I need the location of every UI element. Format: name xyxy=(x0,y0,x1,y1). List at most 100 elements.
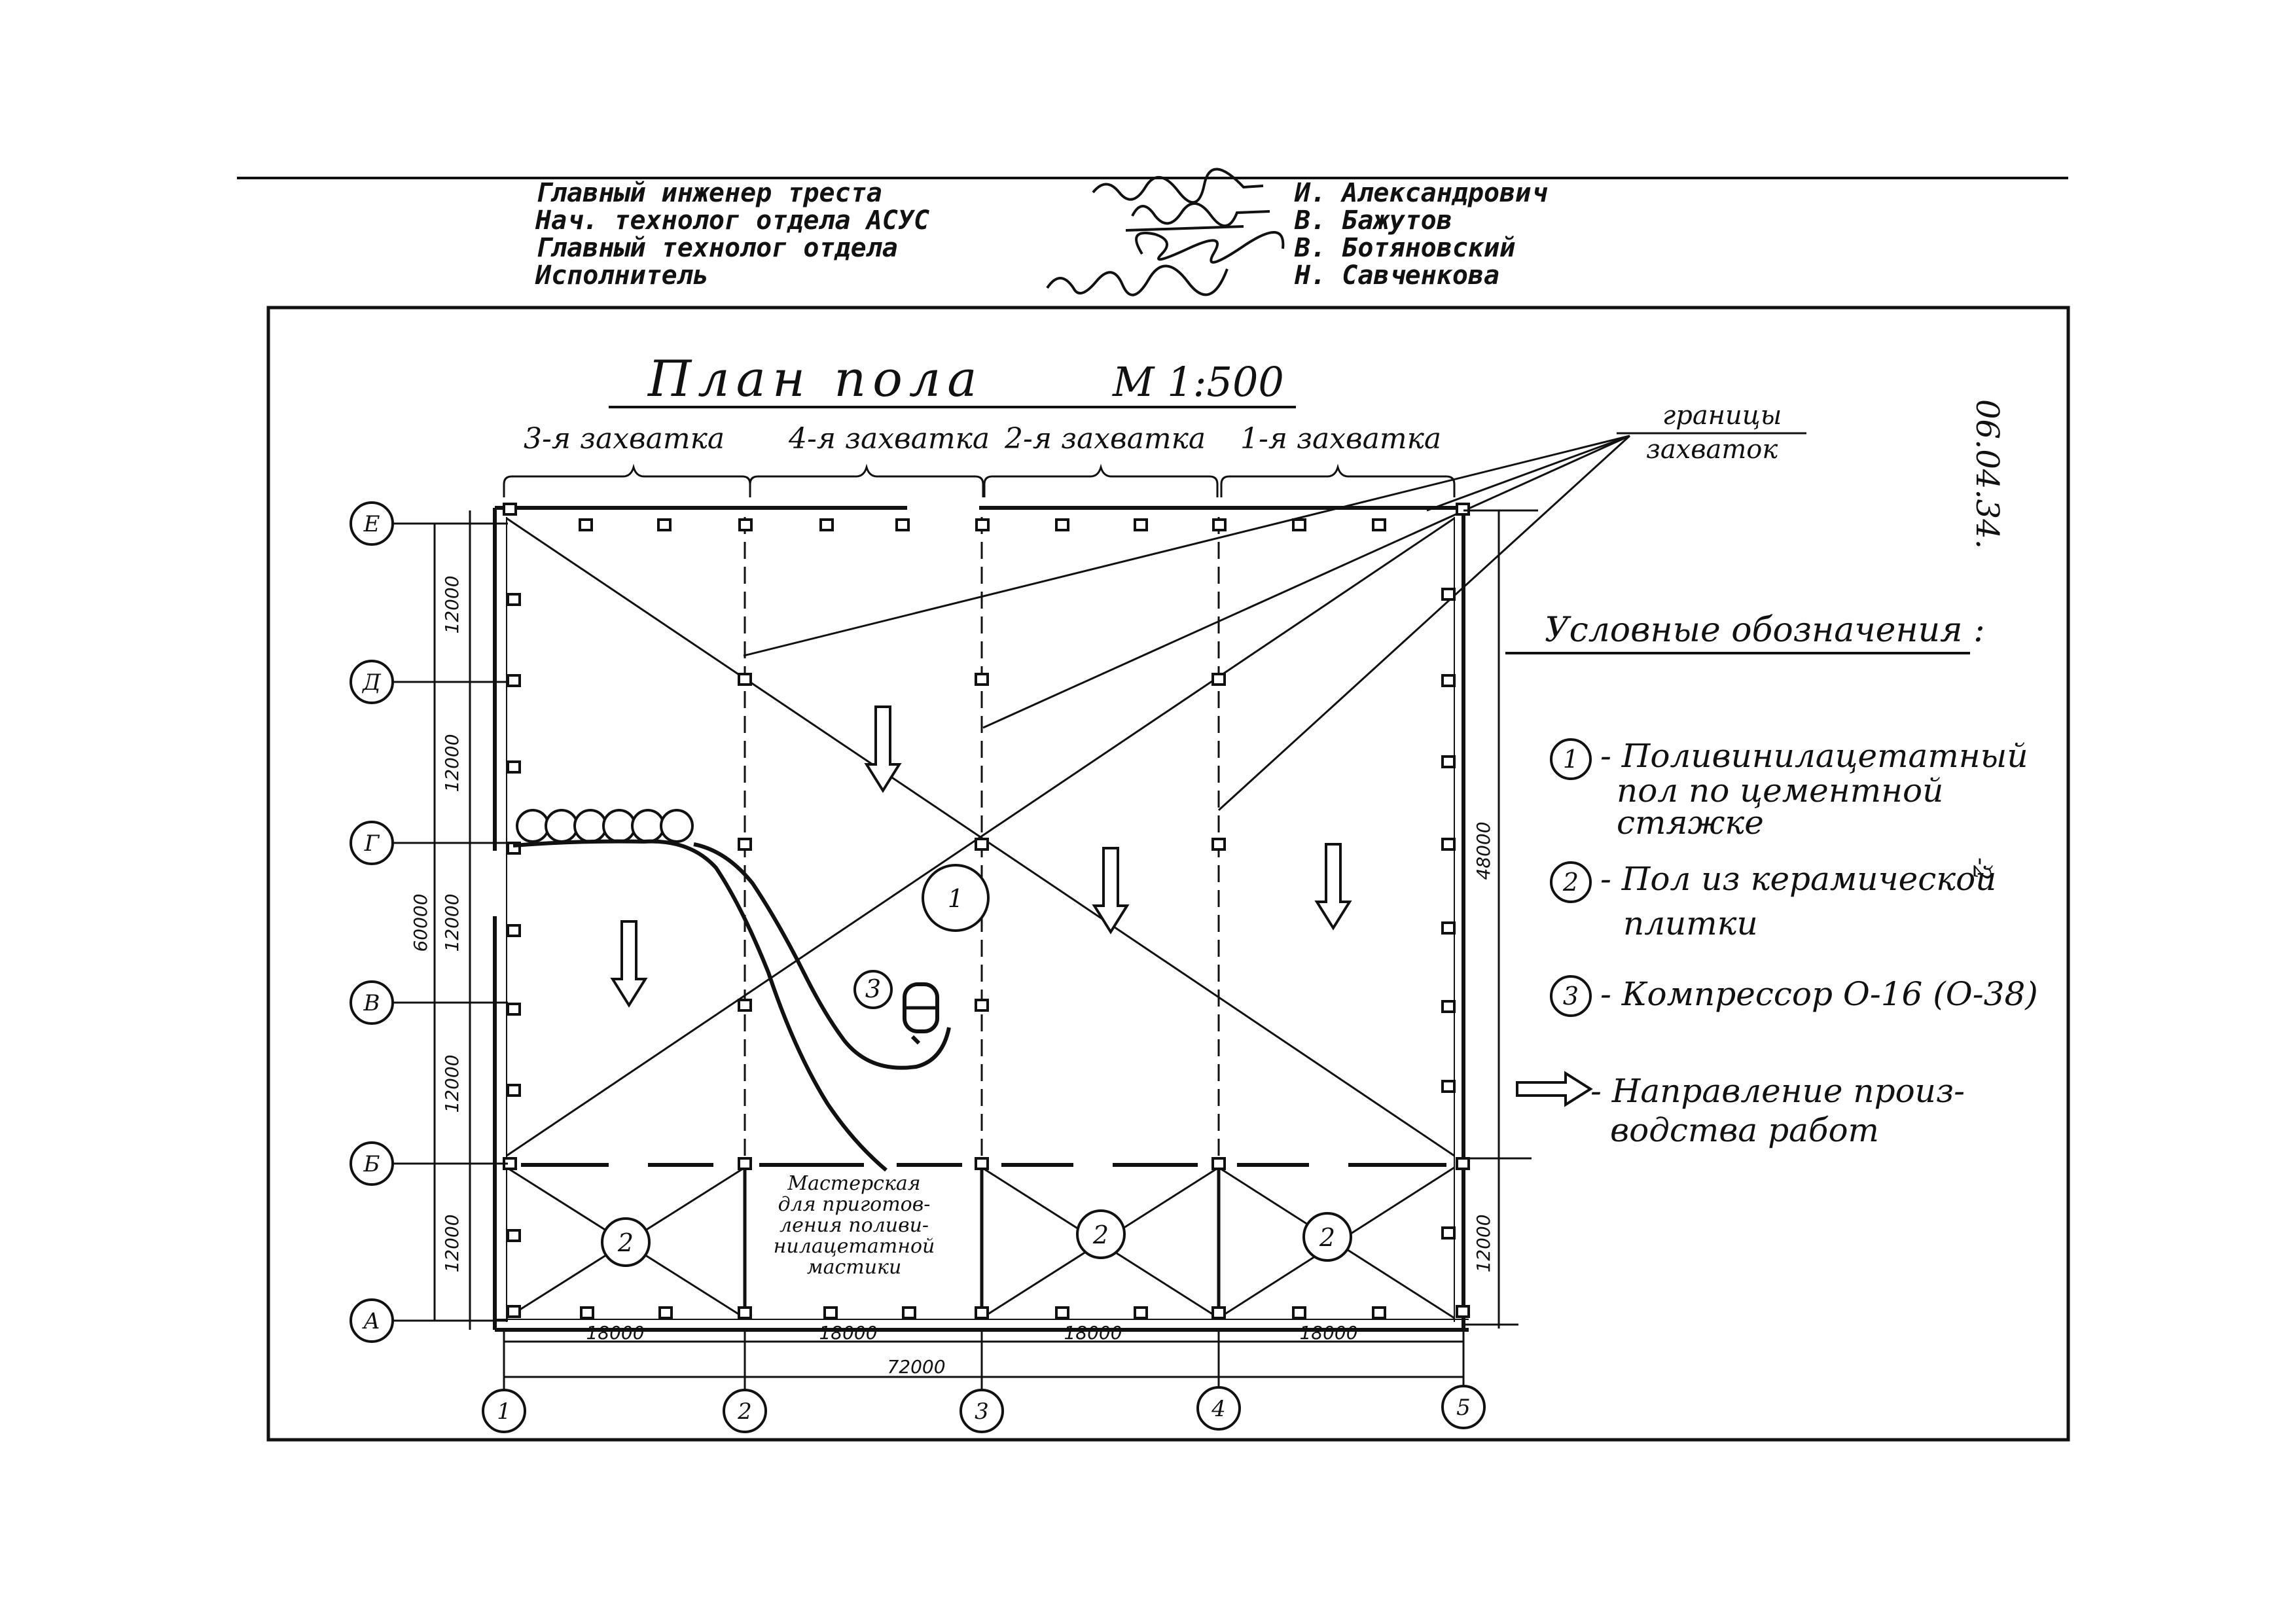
dimension-label: 12000 xyxy=(441,734,463,792)
hose-coil xyxy=(516,809,550,843)
hose xyxy=(693,842,951,1070)
dimension-label: 18000 xyxy=(1064,1322,1122,1344)
column-square xyxy=(1456,1157,1470,1170)
zone-brace xyxy=(1220,463,1456,497)
axis-label: Е xyxy=(363,511,380,537)
dimension-label: 12000 xyxy=(441,893,463,952)
column-square xyxy=(507,1305,521,1318)
role-line: Нач. технолог отдела АСУС xyxy=(535,205,929,236)
marker-label: 2 xyxy=(617,1228,634,1257)
hose-coils xyxy=(516,809,694,843)
direction-arrow xyxy=(864,705,902,793)
workshop-line: для приготов- xyxy=(778,1193,931,1216)
page-number: -2- xyxy=(1967,857,1994,888)
dimension-label: 12000 xyxy=(441,1054,463,1113)
zone-label: 4-я захватка xyxy=(788,422,990,455)
column-square xyxy=(1211,673,1226,686)
column-square xyxy=(738,1157,752,1170)
column-square xyxy=(507,1229,521,1242)
column-square xyxy=(657,518,672,531)
legend-marker xyxy=(1550,861,1592,903)
legend-number: 2 xyxy=(1562,868,1579,897)
direction-arrow xyxy=(1314,843,1352,931)
column-square xyxy=(1211,1306,1226,1319)
plan-scale: М 1:500 xyxy=(1112,358,1284,406)
column-square xyxy=(738,999,752,1012)
dimension-label: 12000 xyxy=(1473,1214,1494,1272)
marker-label: 1 xyxy=(948,884,963,913)
marker-circle xyxy=(853,970,893,1009)
axis-label: А xyxy=(362,1308,380,1334)
column-square xyxy=(975,1157,989,1170)
signatures xyxy=(1046,168,1285,296)
zone-brace xyxy=(983,463,1219,497)
direction-arrow xyxy=(1092,847,1130,935)
workshop-line: нилацетатной xyxy=(774,1235,935,1258)
signature xyxy=(1135,231,1285,264)
walls xyxy=(493,506,1469,1332)
approval-block: Главный инженер треста Нач. технолог отд… xyxy=(535,178,1547,291)
legend-text: плитки xyxy=(1623,904,1758,942)
column-square xyxy=(975,673,989,686)
name-line: И. Александрович xyxy=(1294,178,1547,208)
role-line: Исполнитель xyxy=(535,260,709,291)
sheet-code: 06.04.34. xyxy=(1969,399,2005,549)
hose-coil xyxy=(660,809,694,843)
leader-line xyxy=(1426,435,1630,512)
boundary-leaders xyxy=(743,435,1631,812)
column-square xyxy=(1441,1080,1456,1093)
column-square xyxy=(507,924,521,937)
column-square xyxy=(1211,838,1226,851)
marker-circle xyxy=(1302,1212,1352,1262)
column-square xyxy=(1055,518,1069,531)
column-square xyxy=(1134,1306,1148,1319)
lower-bay-walls xyxy=(743,1158,1221,1319)
overall-height-label: 60000 xyxy=(410,893,431,952)
legend-marker xyxy=(1550,975,1592,1017)
axis-bubble xyxy=(350,1298,394,1343)
right-dimension-lines xyxy=(1463,509,1538,1329)
column-square xyxy=(507,1084,521,1097)
marker-circle xyxy=(601,1217,651,1267)
axis-bubble xyxy=(1441,1385,1486,1429)
signature xyxy=(1046,264,1229,296)
zone-label: 3-я захватка xyxy=(524,422,725,455)
axis-label: 1 xyxy=(497,1399,511,1425)
zone-brace xyxy=(503,463,751,497)
axis-bubble xyxy=(482,1389,526,1433)
column-square xyxy=(1441,838,1456,851)
name-line: В. Бажутов xyxy=(1294,205,1452,236)
compressor-wheel xyxy=(910,1035,921,1045)
axis-label: Д xyxy=(361,669,382,696)
column-square xyxy=(738,673,752,686)
legend-text: - Пол из керамической xyxy=(1600,860,1996,898)
column-square xyxy=(1292,1306,1306,1319)
column-square xyxy=(1372,518,1386,531)
axis-label: 4 xyxy=(1211,1396,1226,1422)
grid-dashed xyxy=(744,517,1220,1158)
column-square xyxy=(738,838,752,851)
marker-circle xyxy=(1076,1209,1126,1259)
column-square xyxy=(902,1306,916,1319)
column-square xyxy=(1456,503,1470,516)
leader-line xyxy=(1217,435,1631,812)
column-square xyxy=(1211,1157,1226,1170)
plan-title: План пола xyxy=(647,349,984,408)
column-square xyxy=(1441,755,1456,768)
hose-coil xyxy=(573,809,607,843)
axis-label: Б xyxy=(363,1151,380,1177)
workshop-note: Мастерская для приготов- ления поливи- н… xyxy=(774,1172,935,1279)
axis-bubble xyxy=(350,980,394,1025)
workshop-line: Мастерская xyxy=(787,1172,920,1195)
name-line: Н. Савченкова xyxy=(1294,260,1499,291)
axis-bubble xyxy=(350,660,394,704)
column-square xyxy=(823,1306,838,1319)
sheet-frame xyxy=(266,306,2070,1442)
hose-coil xyxy=(545,809,579,843)
columns xyxy=(503,503,1470,1319)
column-square xyxy=(1441,588,1456,601)
axis-label: 3 xyxy=(975,1399,989,1425)
zone-brace xyxy=(749,463,984,497)
workshop-line: мастики xyxy=(807,1256,902,1279)
